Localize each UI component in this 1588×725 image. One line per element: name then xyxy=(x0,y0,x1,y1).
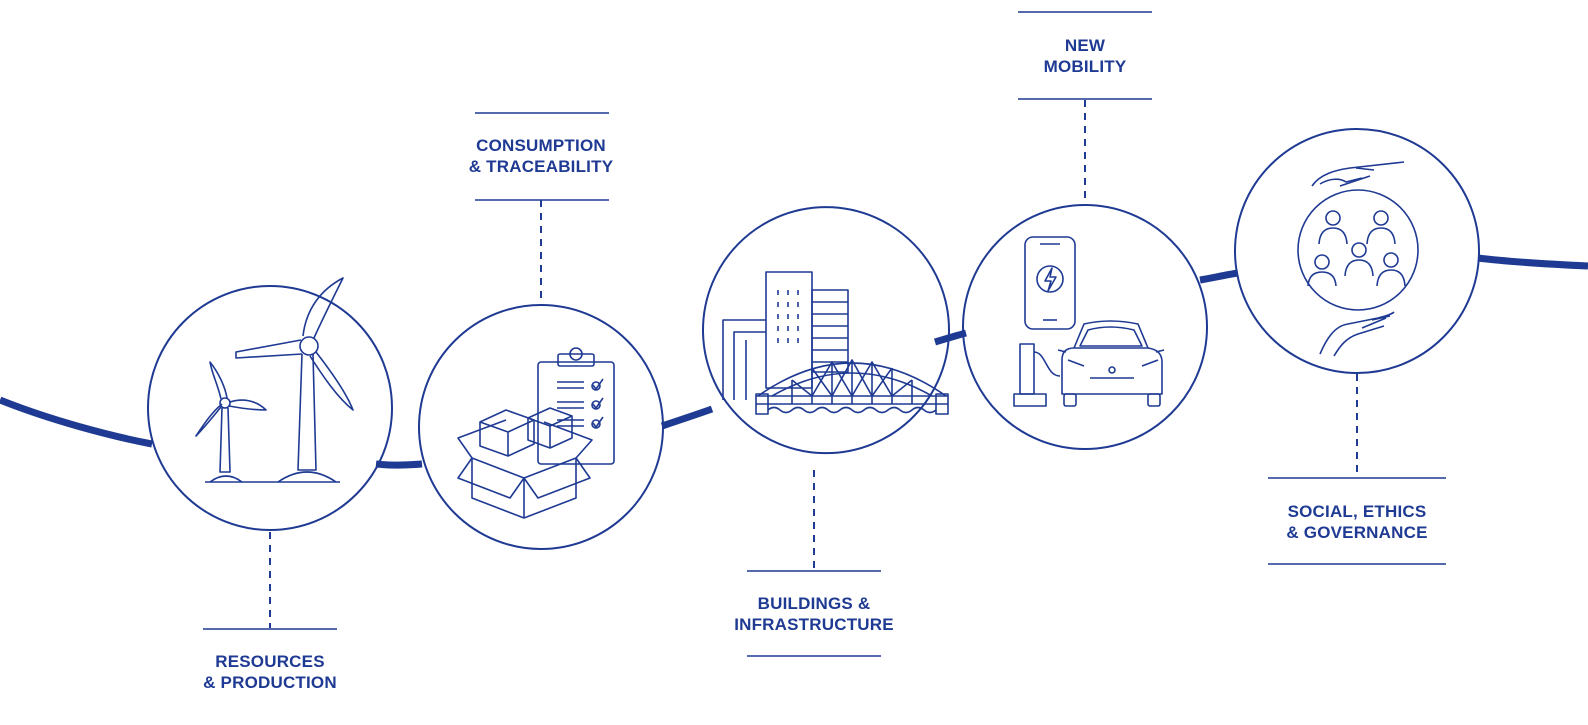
topic-circle-consumption xyxy=(418,304,664,550)
topic-label-line2: MOBILITY xyxy=(1043,57,1127,76)
connector-curve xyxy=(375,460,423,469)
topic-label-mobility: NEW MOBILITY xyxy=(985,35,1185,77)
topic-circle-mobility xyxy=(962,204,1208,450)
topic-label-line2: & TRACEABILITY xyxy=(468,157,614,176)
topic-label-consumption: CONSUMPTION & TRACEABILITY xyxy=(441,135,641,177)
topic-label-line1: CONSUMPTION xyxy=(476,136,606,155)
wind-turbines-icon xyxy=(195,277,354,483)
topic-circle-buildings-gap xyxy=(741,419,911,455)
topic-label-line2: & GOVERNANCE xyxy=(1286,523,1428,542)
topic-label-line2: & PRODUCTION xyxy=(203,673,337,692)
connector-curve xyxy=(933,329,967,346)
topic-label-line1: NEW xyxy=(1064,36,1106,55)
topic-label-line2: INFRASTRUCTURE xyxy=(734,615,894,634)
people-hands-icon xyxy=(1297,161,1419,357)
connector-curve xyxy=(1477,254,1588,270)
connector-curve xyxy=(1199,269,1239,284)
connector-curve xyxy=(0,396,153,448)
electric-car-charging-icon xyxy=(1013,236,1165,407)
city-bridge-icon xyxy=(722,271,949,415)
boxes-checklist-icon xyxy=(457,347,615,519)
topic-label-buildings: BUILDINGS & INFRASTRUCTURE xyxy=(714,593,914,635)
topic-circle-resources xyxy=(147,285,393,531)
topic-circle-social xyxy=(1234,128,1480,374)
topic-label-line1: RESOURCES xyxy=(215,652,325,671)
topic-label-resources: RESOURCES & PRODUCTION xyxy=(170,651,370,693)
topic-label-social: SOCIAL, ETHICS & GOVERNANCE xyxy=(1257,501,1457,543)
topic-label-line1: BUILDINGS & xyxy=(757,594,871,613)
topic-label-line1: SOCIAL, ETHICS xyxy=(1287,502,1427,521)
connector-curve xyxy=(660,405,714,430)
topic-circle-buildings xyxy=(702,206,950,421)
